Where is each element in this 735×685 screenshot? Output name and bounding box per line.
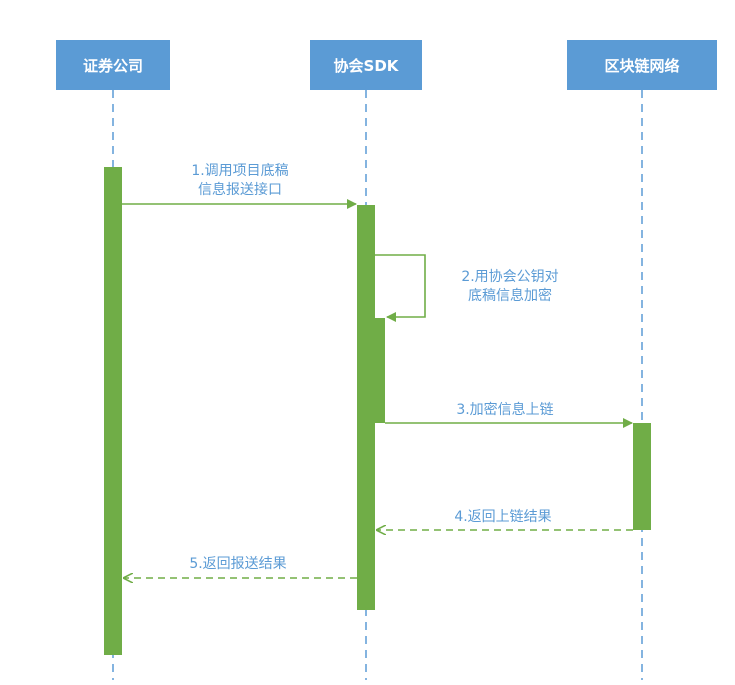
- message-label-m2-line2: 底稿信息加密: [468, 288, 552, 304]
- actor-sdk: 协会SDK: [310, 40, 422, 90]
- activation-chain: [633, 423, 651, 530]
- actor-securities: 证券公司: [56, 40, 170, 90]
- message-label-m1: 1.调用项目底稿 信息报送接口: [160, 162, 320, 200]
- message-label-m4-text: 4.返回上链结果: [454, 509, 552, 525]
- actor-chain: 区块链网络: [567, 40, 717, 90]
- message-label-m1-line1: 1.调用项目底稿: [191, 163, 289, 179]
- activation-securities: [104, 167, 122, 655]
- message-label-m5-text: 5.返回报送结果: [189, 556, 287, 572]
- message-label-m2: 2.用协会公钥对 底稿信息加密: [440, 268, 580, 306]
- arrow-m2-self: [375, 254, 426, 322]
- activation-sdk-self: [367, 318, 385, 423]
- message-label-m5: 5.返回报送结果: [163, 555, 313, 574]
- actor-sdk-label: 协会SDK: [333, 56, 399, 75]
- message-label-m3-text: 3.加密信息上链: [456, 402, 554, 418]
- message-label-m3: 3.加密信息上链: [430, 401, 580, 420]
- activation-sdk: [357, 205, 375, 610]
- message-label-m4: 4.返回上链结果: [428, 508, 578, 527]
- message-label-m1-line2: 信息报送接口: [198, 182, 282, 198]
- actor-securities-label: 证券公司: [82, 56, 143, 75]
- actor-chain-label: 区块链网络: [604, 56, 680, 75]
- message-label-m2-line1: 2.用协会公钥对: [461, 269, 559, 285]
